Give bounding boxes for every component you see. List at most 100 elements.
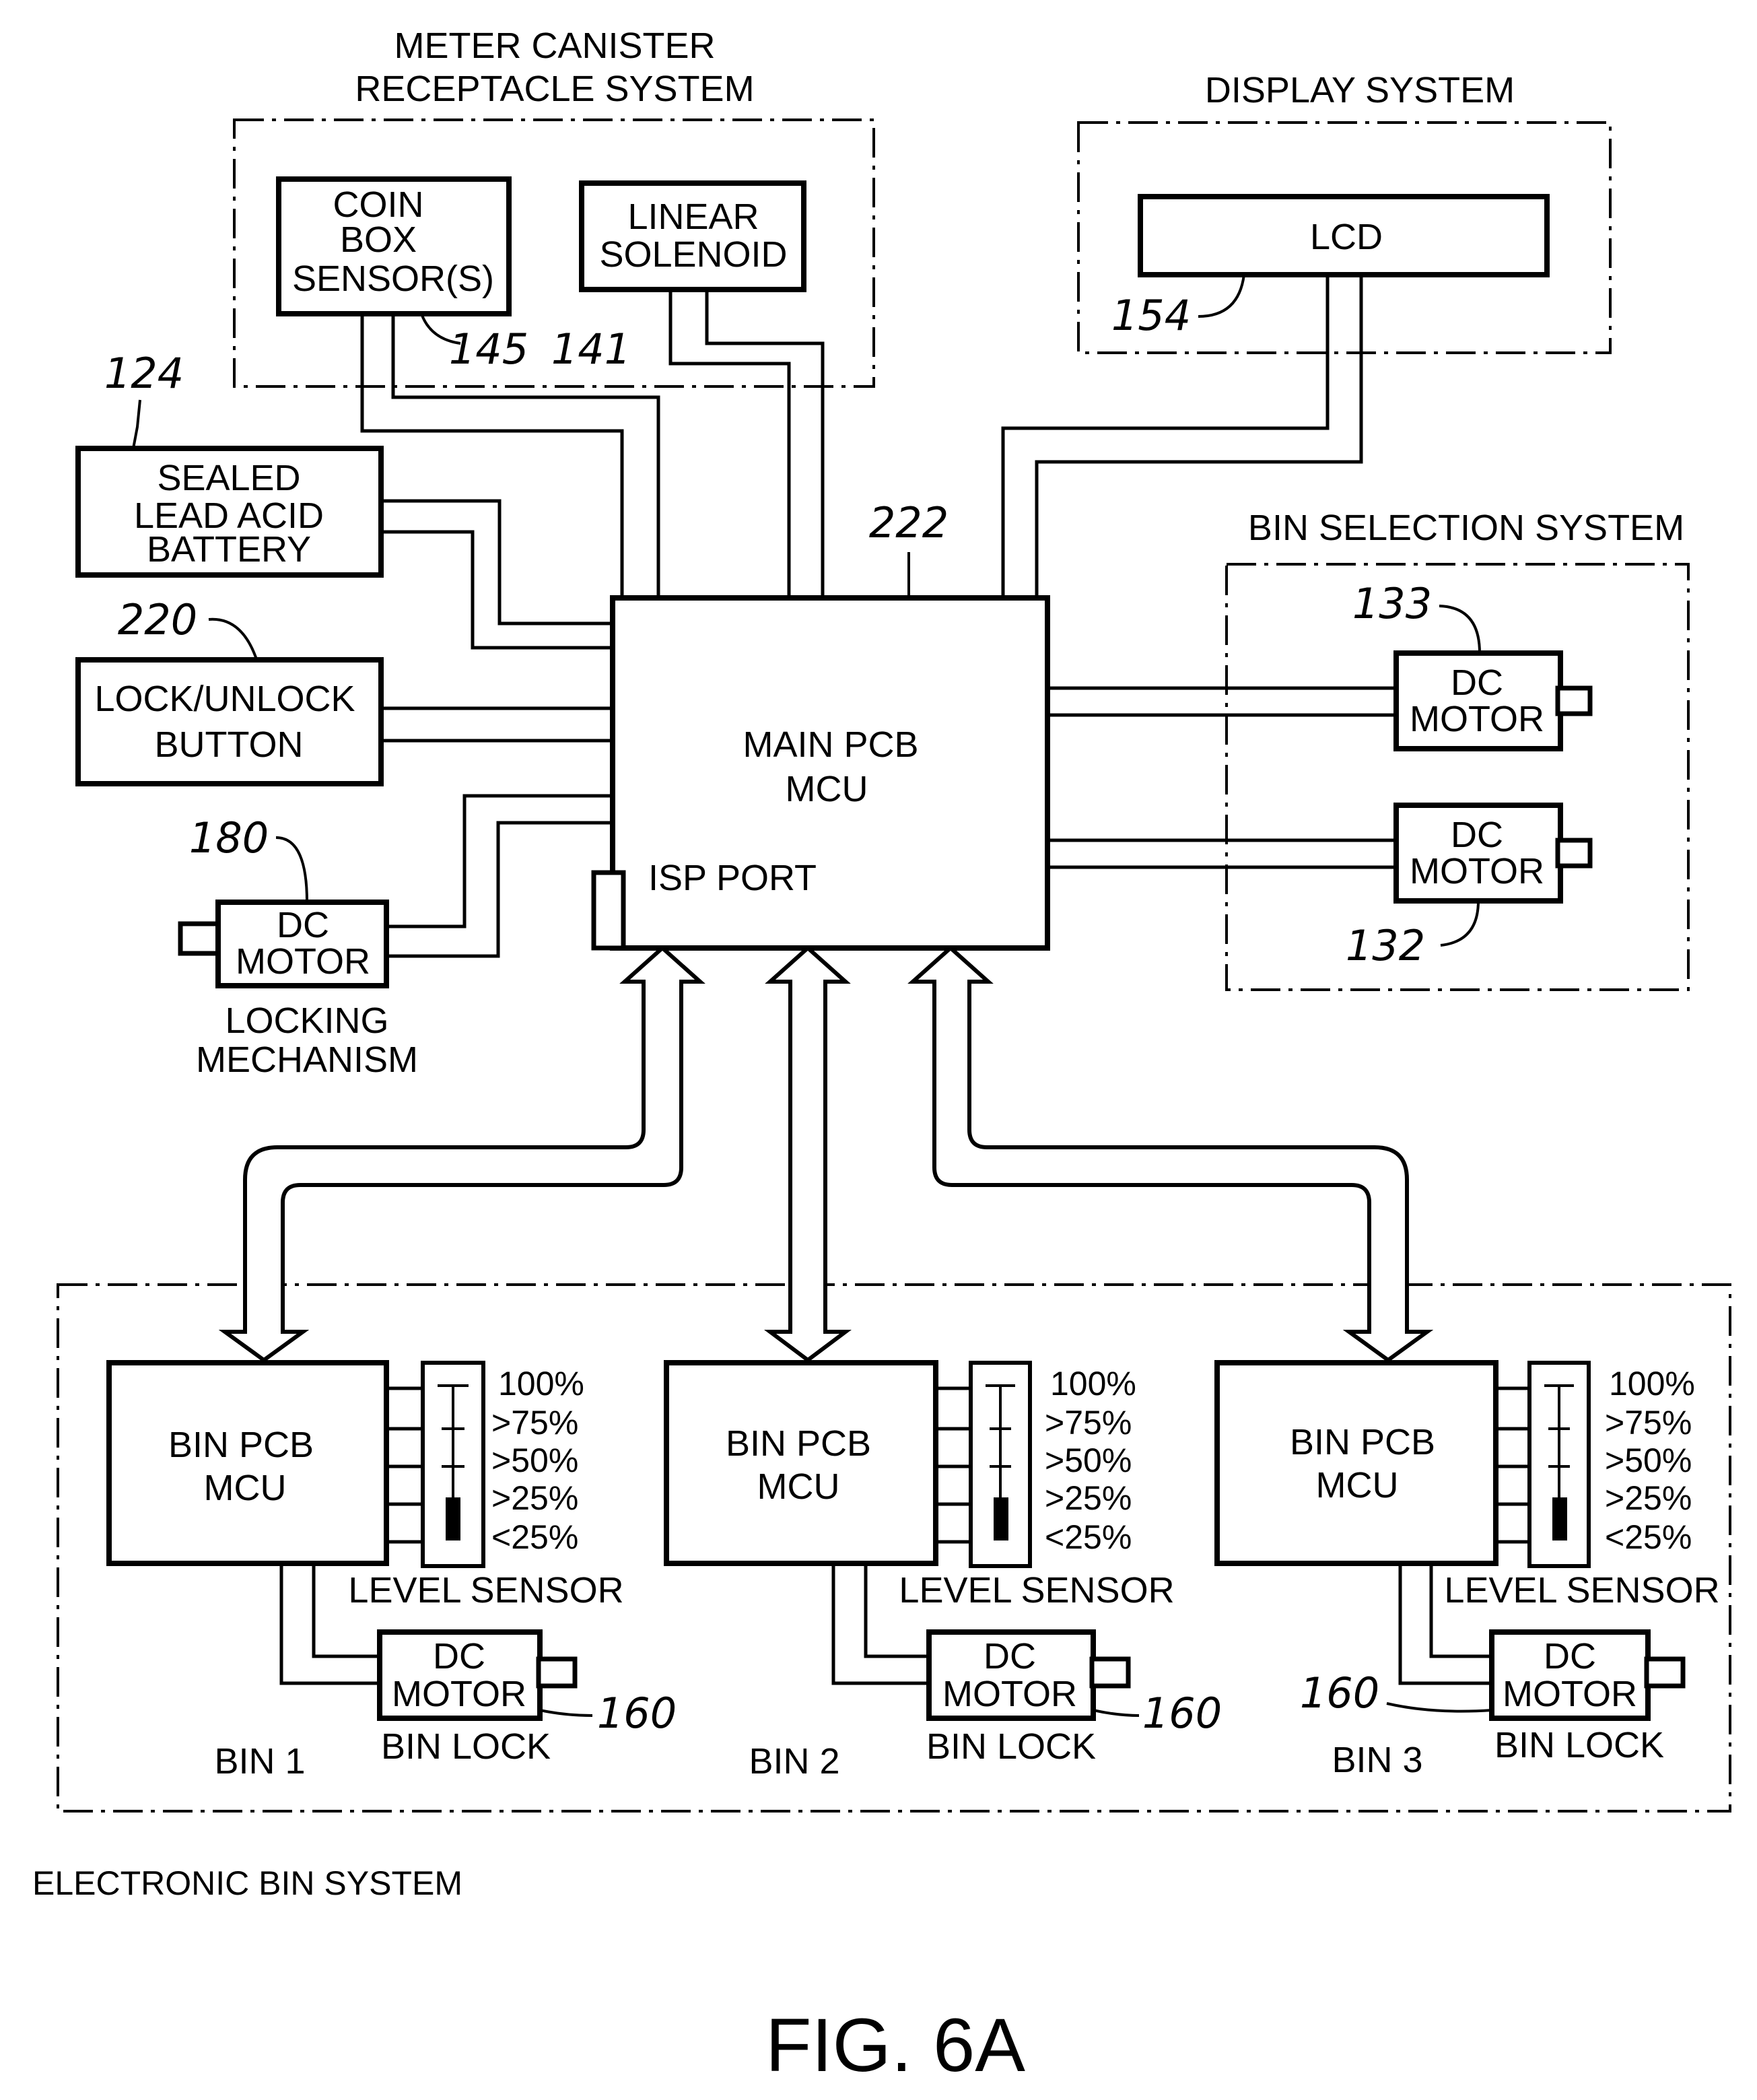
ref-145: 145 <box>449 325 528 374</box>
meter-canister-title-2: RECEPTACLE SYSTEM <box>355 69 754 109</box>
bin3-level-2: >50% <box>1605 1442 1692 1479</box>
battery-block: SEALED LEAD ACID BATTERY <box>78 448 381 575</box>
bin-2: BIN PCB MCU 100% >75% >50% >25% <25% LEV… <box>666 1363 1222 1782</box>
motor132-label-1: DC <box>1451 815 1503 855</box>
locking-motor-label-1: DC <box>277 905 329 945</box>
locking-motor-label-2: MOTOR <box>236 941 370 982</box>
bin3-level-4: <25% <box>1605 1518 1692 1556</box>
locking-motor-wire-b <box>386 823 613 956</box>
battery-wire-b <box>381 532 613 648</box>
main-pcb-mcu-block: MAIN PCB MCU ISP PORT <box>594 598 1047 948</box>
motor133-label-2: MOTOR <box>1410 699 1544 739</box>
meter-canister-title-1: METER CANISTER <box>394 26 715 66</box>
bin1-level-4: <25% <box>491 1518 578 1556</box>
coin-box-label-2: BOX <box>340 219 417 260</box>
bin1-level-0: 100% <box>498 1365 584 1402</box>
solenoid-label-2: SOLENOID <box>599 234 787 275</box>
bin3-sensor-label: LEVEL SENSOR <box>1444 1570 1719 1611</box>
leader-180 <box>276 838 307 902</box>
bin1-pcb-label-2: MCU <box>204 1468 287 1508</box>
coin-box-label-1: COIN <box>333 184 424 225</box>
bus-arrow-bin2 <box>770 948 846 1360</box>
motor-133-block: DC MOTOR <box>1396 653 1590 749</box>
leader-154 <box>1198 275 1244 316</box>
display-system-title: DISPLAY SYSTEM <box>1205 70 1515 110</box>
leader-132 <box>1441 901 1478 945</box>
lcd-wire-b <box>1037 275 1361 598</box>
bin-1: BIN PCB MCU 100% >75% >50% >25% <25% LEV… <box>109 1363 677 1782</box>
bin1-level-1: >75% <box>491 1404 578 1442</box>
lock-unlock-button-block: LOCK/UNLOCK BUTTON <box>78 660 381 784</box>
bin1-motor-label-1: DC <box>433 1636 485 1676</box>
bin1-level-2: >50% <box>491 1442 578 1479</box>
bin2-level-4: <25% <box>1045 1518 1132 1556</box>
ref-220: 220 <box>118 595 197 644</box>
solenoid-wire-a <box>670 290 789 598</box>
solenoid-wire-b <box>707 290 823 598</box>
main-pcb-label-2: MCU <box>786 769 868 809</box>
motor133-label-1: DC <box>1451 663 1503 703</box>
motor-132-block: DC MOTOR <box>1396 805 1590 901</box>
bin3-motor-label-2: MOTOR <box>1503 1674 1637 1714</box>
leader-133 <box>1439 606 1480 653</box>
motor132-label-2: MOTOR <box>1410 851 1544 891</box>
ref-222: 222 <box>869 498 949 547</box>
bin1-pcb-label-1: BIN PCB <box>168 1425 314 1465</box>
locking-mechanism-caption-1: LOCKING <box>225 1001 388 1041</box>
bin2-motor-label-2: MOTOR <box>942 1674 1077 1714</box>
locking-mechanism-caption-2: MECHANISM <box>196 1040 418 1080</box>
bin1-name: BIN 1 <box>214 1741 305 1782</box>
bus-arrow-bin3 <box>913 948 1427 1360</box>
bin3-name: BIN 3 <box>1332 1740 1422 1780</box>
ref-133: 133 <box>1352 579 1432 628</box>
ref-180: 180 <box>189 813 269 862</box>
bin3-level-1: >75% <box>1605 1404 1692 1442</box>
isp-port-connector <box>594 873 623 948</box>
bin2-lock-label: BIN LOCK <box>926 1726 1096 1767</box>
bin2-motor-label-1: DC <box>984 1636 1036 1676</box>
bin2-level-0: 100% <box>1050 1365 1136 1402</box>
bin1-ref-160: 160 <box>597 1689 677 1738</box>
electronic-bin-title: ELECTRONIC BIN SYSTEM <box>32 1864 462 1902</box>
bin2-pcb-label-2: MCU <box>757 1466 840 1507</box>
bin3-lock-label: BIN LOCK <box>1494 1725 1664 1765</box>
bin3-pcb-label-1: BIN PCB <box>1290 1422 1435 1462</box>
bin3-pcb-block <box>1217 1363 1496 1563</box>
lcd-label: LCD <box>1310 217 1383 257</box>
isp-port-label: ISP PORT <box>648 858 817 898</box>
button-label-1: LOCK/UNLOCK <box>94 679 355 719</box>
battery-wire-a <box>381 501 613 623</box>
bin2-pcb-label-1: BIN PCB <box>726 1423 871 1464</box>
coin-box-label-3: SENSOR(S) <box>292 259 494 299</box>
locking-motor-block: DC MOTOR <box>180 902 386 986</box>
solenoid-label-1: LINEAR <box>627 197 759 237</box>
linear-solenoid-block: LINEAR SOLENOID <box>582 183 804 290</box>
bin3-level-0: 100% <box>1609 1365 1695 1402</box>
bin3-ref-160: 160 <box>1300 1668 1379 1718</box>
ref-132: 132 <box>1346 921 1425 970</box>
bin2-level-2: >50% <box>1045 1442 1132 1479</box>
ref-124: 124 <box>104 349 184 398</box>
coin-box-sensor-block: COIN BOX SENSOR(S) <box>279 179 509 314</box>
bin1-sensor-label: LEVEL SENSOR <box>348 1570 623 1611</box>
lcd-block: LCD <box>1140 197 1547 275</box>
bin2-sensor-label: LEVEL SENSOR <box>899 1570 1174 1611</box>
leader-220 <box>209 619 257 661</box>
ref-154: 154 <box>1111 291 1191 340</box>
figure-label: FIG. 6A <box>765 2003 1025 2087</box>
bin1-level-3: >25% <box>491 1479 578 1517</box>
bin2-level-1: >75% <box>1045 1404 1132 1442</box>
bin3-pcb-label-2: MCU <box>1316 1465 1399 1505</box>
bin3-motor-label-1: DC <box>1544 1636 1596 1676</box>
bin-selection-title: BIN SELECTION SYSTEM <box>1248 508 1684 548</box>
main-pcb-label-1: MAIN PCB <box>743 724 918 765</box>
leader-124 <box>133 400 140 448</box>
ref-141: 141 <box>551 325 631 374</box>
bin2-name: BIN 2 <box>749 1741 839 1782</box>
battery-label-3: BATTERY <box>147 529 311 570</box>
button-label-2: BUTTON <box>154 724 303 765</box>
bin1-lock-label: BIN LOCK <box>381 1726 551 1767</box>
battery-label-1: SEALED <box>157 458 300 498</box>
bin1-motor-label-2: MOTOR <box>392 1674 526 1714</box>
